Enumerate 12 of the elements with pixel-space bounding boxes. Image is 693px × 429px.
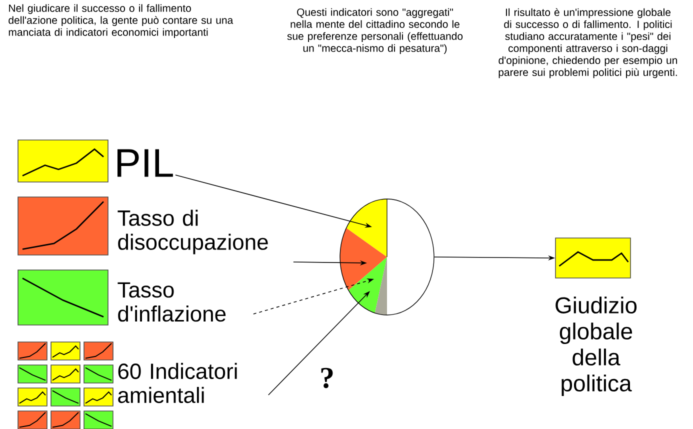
node-label: Giudizio globale della politica	[556, 296, 637, 396]
arrow	[268, 291, 370, 396]
note-text: Nel giudicare il successo o il fallimento dell'azione politica, la gente può contare su una manciata di indicatori economici importanti	[8, 4, 234, 38]
note-text: Il risultato è un'impressione globale di successo o di fallimento. I politici studiano accuratamente i "pesi" dei componenti attraverso i son-daggi d'opinione, chiedendo per esempio un parere sui problemi politici più urgenti.	[498, 8, 678, 78]
line-chart-box	[555, 238, 631, 278]
indicator-label: 60 Indicatori amientali	[118, 362, 237, 404]
indicator-label: Tasso di disoccupazione	[118, 210, 268, 254]
note-text: Questi indicatori sono "aggregati" nella mente del cittadino secondo le sue preferenze personali (effettuando un "mecca-nismo di pesatura")	[287, 8, 463, 54]
indicator-label: PIL	[117, 149, 173, 177]
indicator-label: Tasso d'inflazione	[118, 282, 226, 322]
question-mark: ?	[321, 368, 333, 388]
pie-chart	[340, 198, 434, 316]
